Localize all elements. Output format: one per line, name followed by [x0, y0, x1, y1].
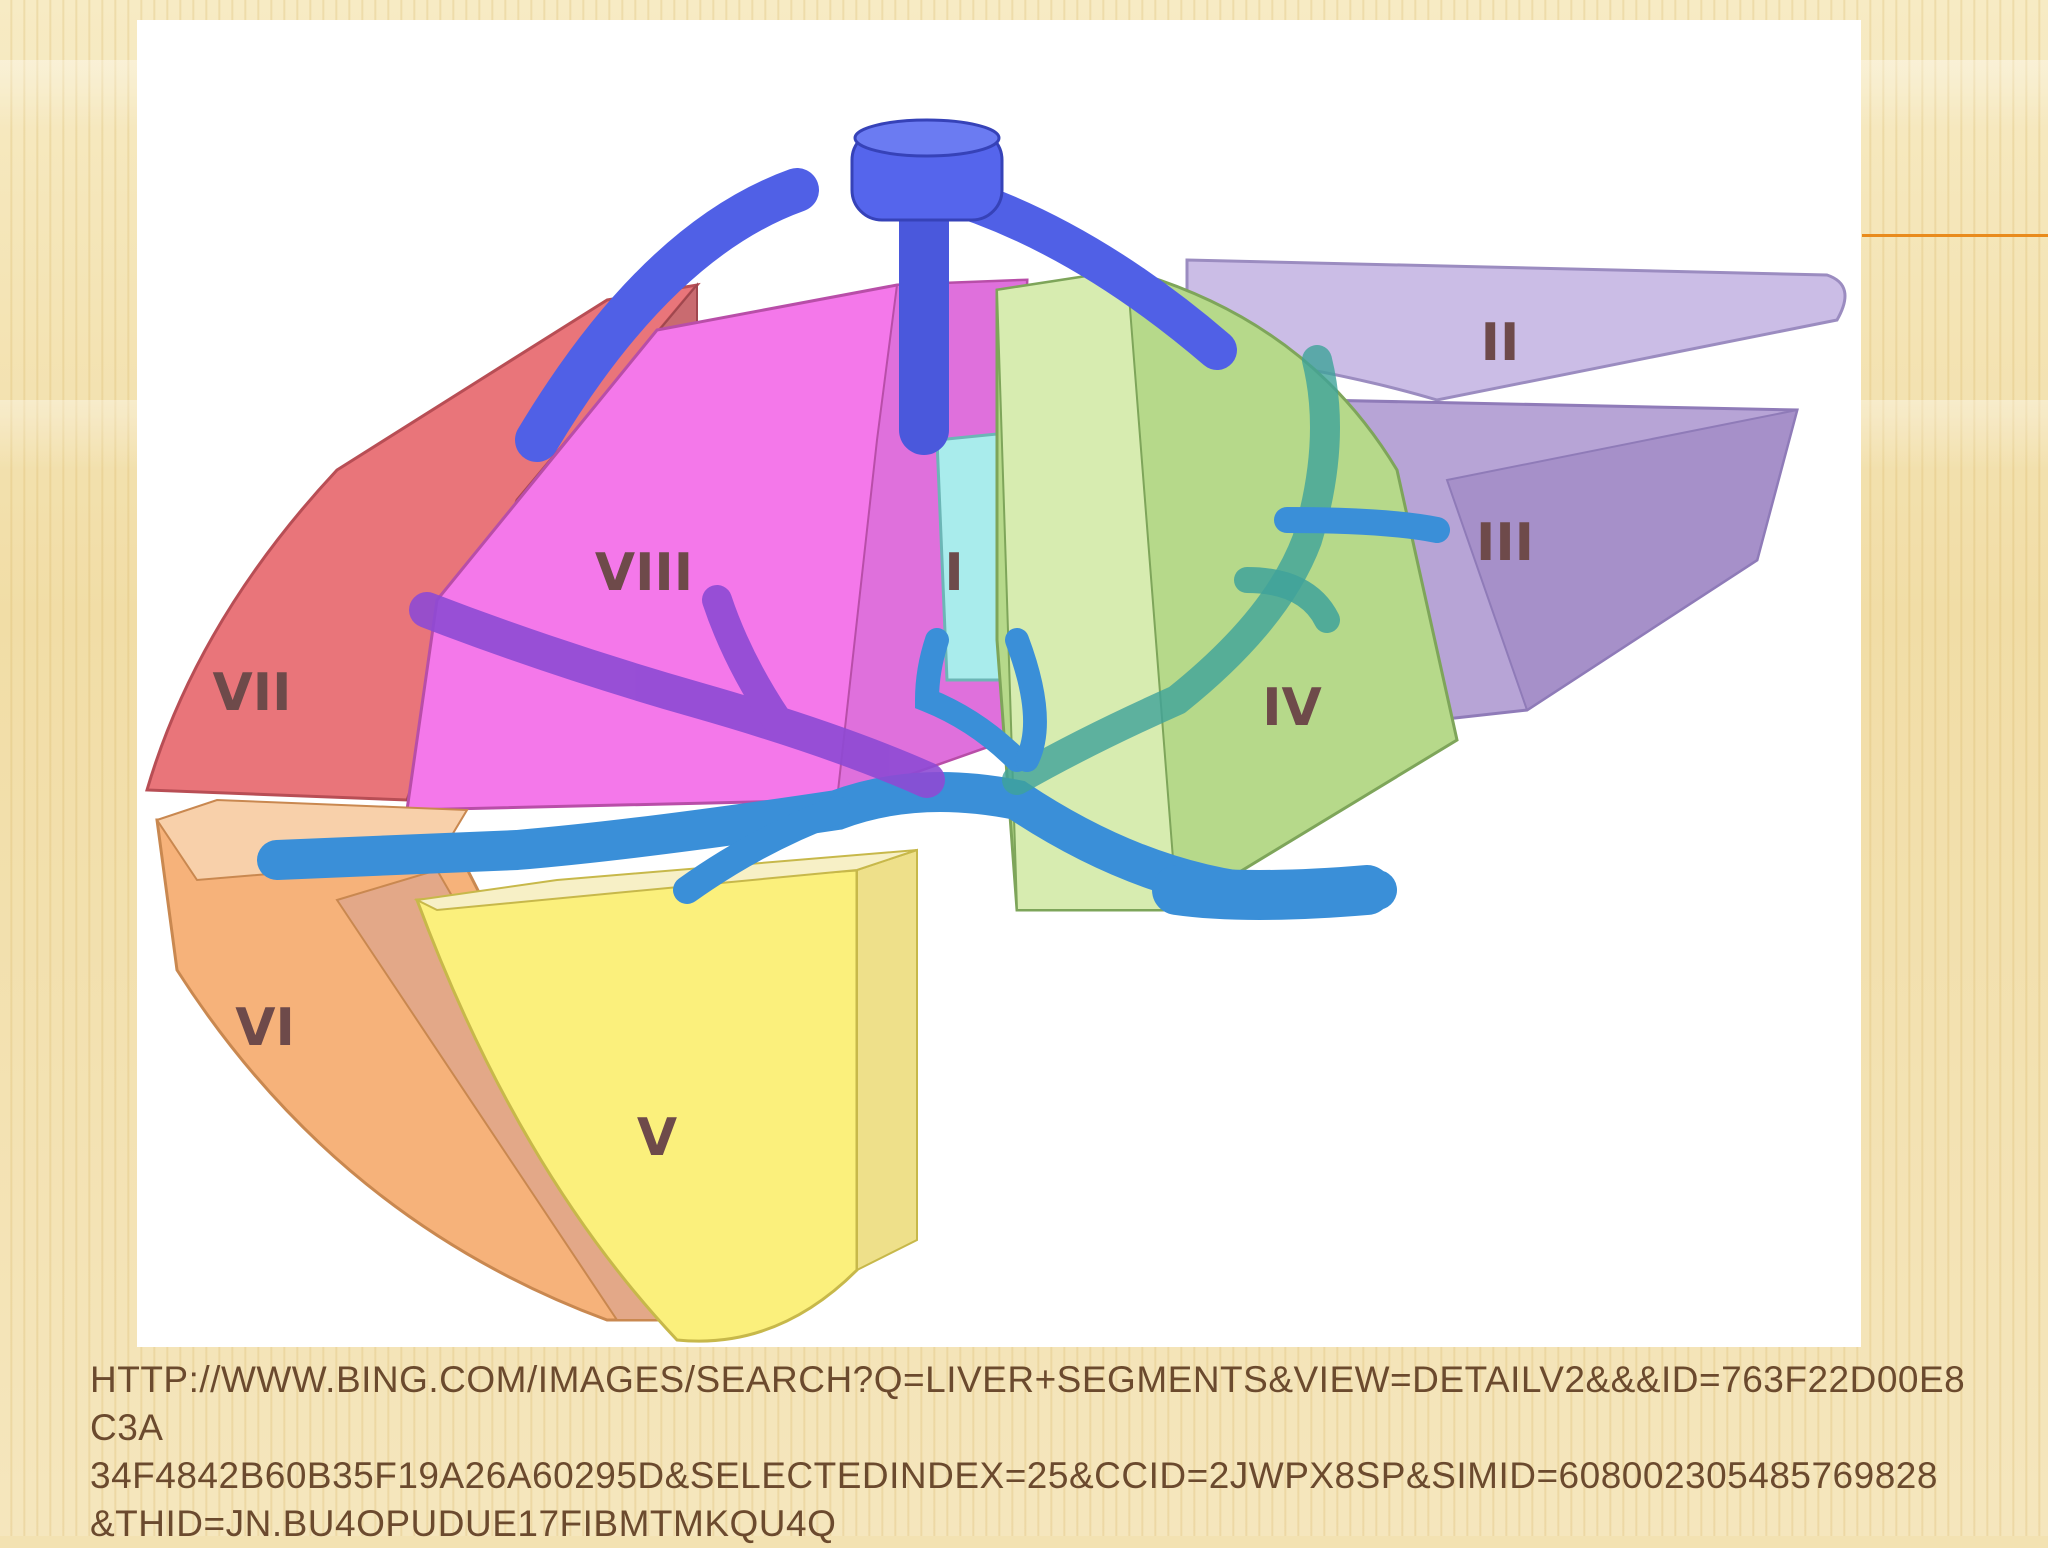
segment-label: IV — [1262, 678, 1322, 738]
accent-line — [1862, 234, 2048, 237]
segment-v-face — [856, 848, 918, 1272]
caption-line: HTTP://WWW.BING.COM/IMAGES/SEARCH?Q=LIVE… — [90, 1359, 1966, 1448]
segment-v-shape — [414, 868, 859, 1343]
segment-label: III — [1476, 513, 1534, 573]
segment-label: VI — [235, 998, 295, 1058]
ivc-top — [853, 118, 1001, 158]
caption-line: 34F4842B60B35F19A26A60295D&SELECTEDINDEX… — [90, 1455, 1938, 1496]
portal-branch-viii — [409, 585, 945, 798]
segment-label: I — [944, 543, 963, 603]
segment-v-top — [413, 849, 918, 912]
liver-segments-diagram: I II III IV V VI VII VIII — [137, 20, 1861, 1347]
segment-iii-face — [1445, 408, 1799, 712]
caption-line: &THID=JN.BU4OPUDUE17FIBMTMKQU4Q — [90, 1503, 837, 1544]
segment-label: V — [637, 1108, 677, 1168]
source-url-caption[interactable]: HTTP://WWW.BING.COM/IMAGES/SEARCH?Q=LIVE… — [90, 1356, 1990, 1548]
segment-label: VIII — [595, 543, 693, 603]
liver-segments-svg: I II III IV V VI VII VIII — [145, 118, 1847, 1343]
segment-label: II — [1481, 313, 1520, 373]
segment-label: VII — [213, 663, 292, 723]
